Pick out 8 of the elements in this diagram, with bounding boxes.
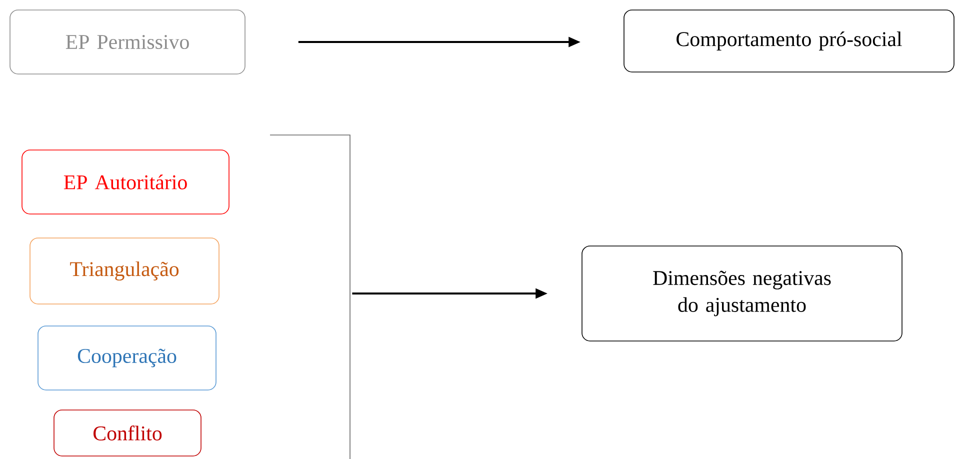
- process-box: Cooperação: [38, 326, 216, 390]
- process-box: Triangulação: [30, 238, 220, 304]
- process-box: Conflito: [54, 410, 202, 456]
- process-box: EP Permissivo: [10, 10, 246, 74]
- process-box: Dimensões negativas do ajustamento: [582, 246, 902, 342]
- bracket: [270, 134, 350, 459]
- process-box: Comportamento pró-social: [624, 10, 954, 72]
- process-box: EP Autoritário: [22, 150, 230, 214]
